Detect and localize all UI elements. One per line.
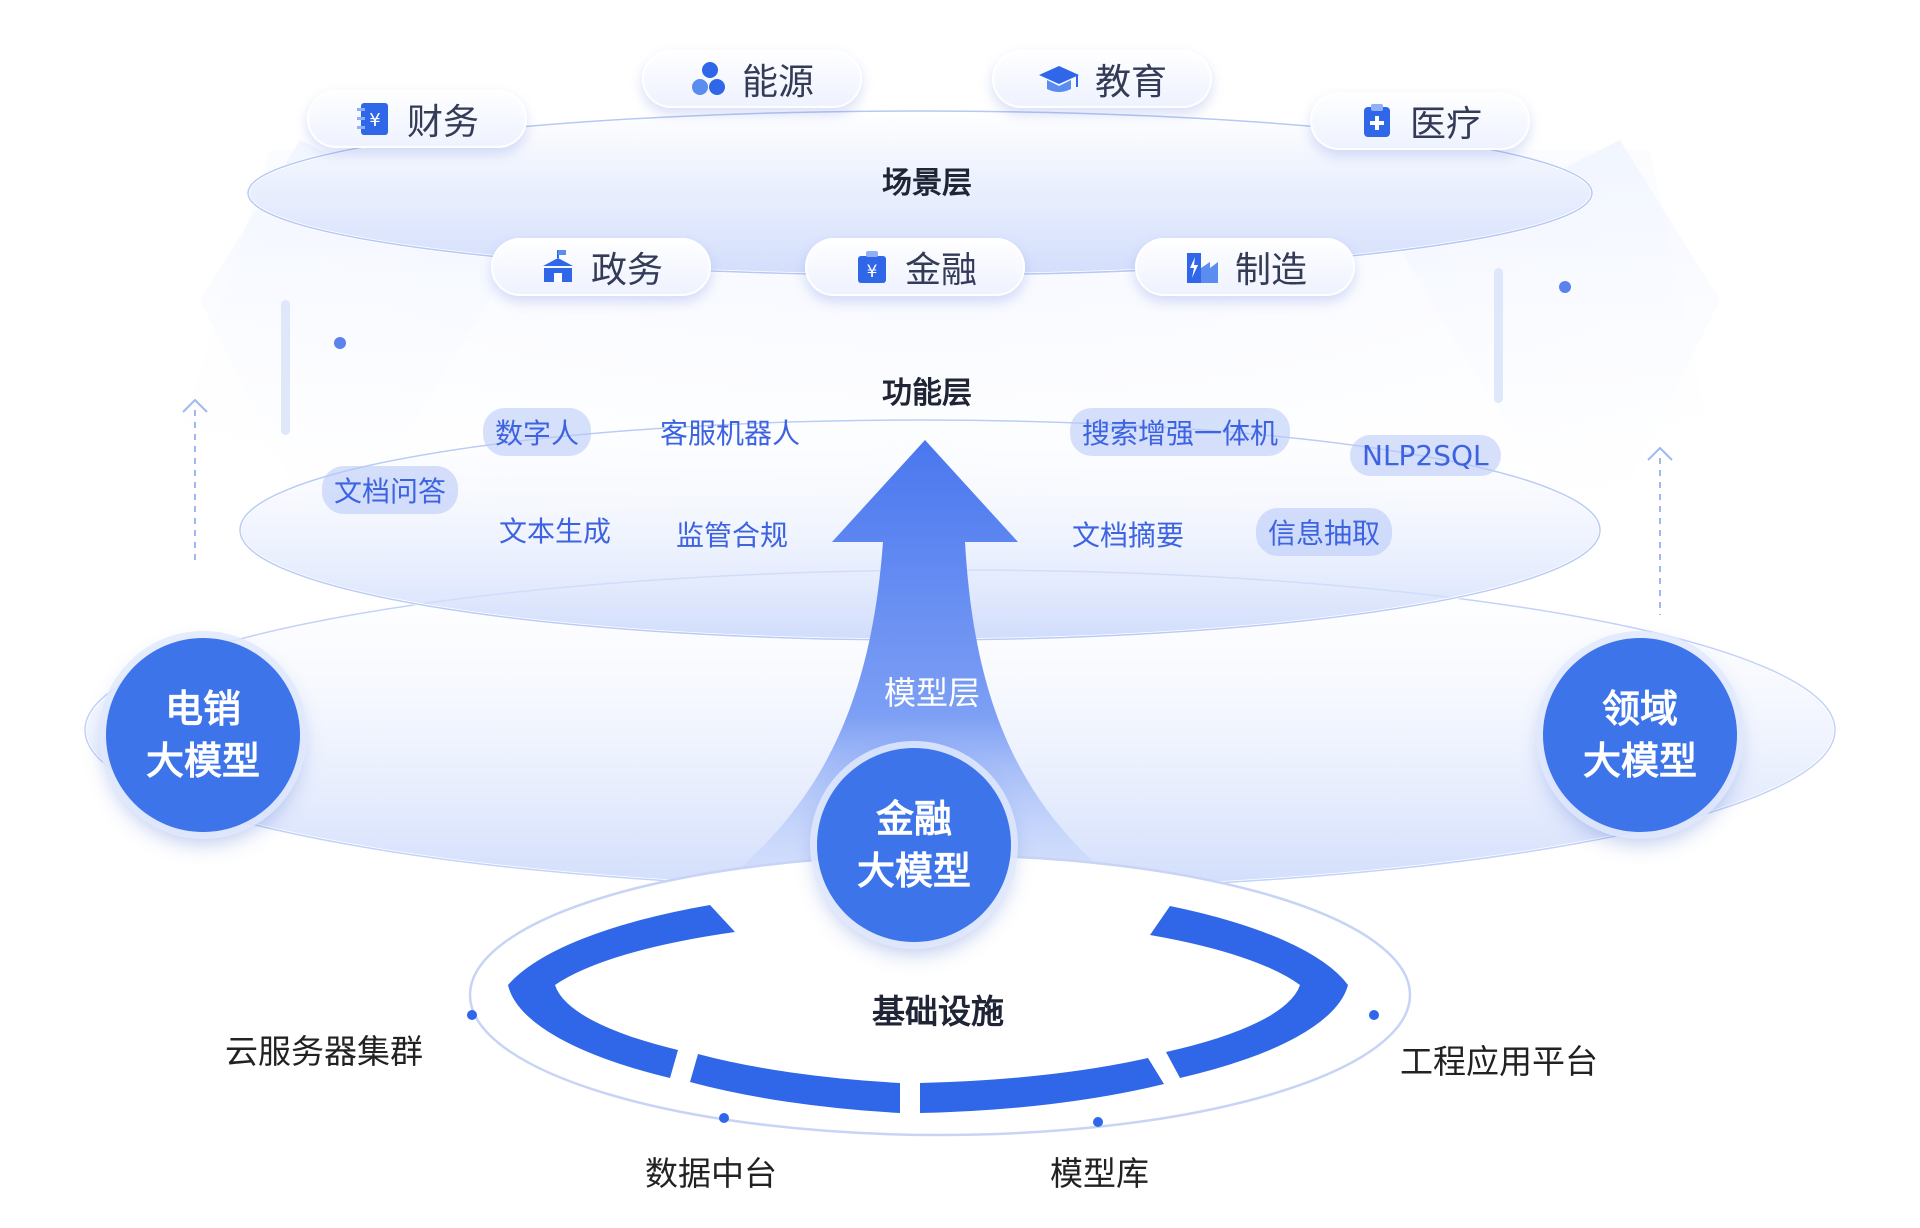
scenario-pill-manufacturing[interactable]: 制造 [1135,238,1355,296]
scenario-pill-label: 金融 [904,250,977,291]
scenario-pill-label: 能源 [741,62,814,103]
scenario-pill-label: 财务 [406,102,479,143]
model-circle-line2: 大模型 [1582,739,1697,783]
model-circle-line2: 大模型 [856,849,971,893]
bank-yen-icon: ¥ [857,251,886,283]
feature-search-enhanced-appliance[interactable]: 搜索增强一体机 [1070,408,1291,456]
connector-dot-modelrepo [1093,1117,1103,1127]
scenario-pill-medical[interactable]: 医疗 [1310,92,1530,150]
model-circle-line1: 电销 [164,687,241,731]
scenario-pill-label: 政务 [590,250,663,291]
feature-information-extraction[interactable]: 信息抽取 [1256,508,1393,556]
model-circle-line1: 领域 [1601,687,1678,731]
model-layer-title: 模型层 [883,674,981,712]
factory-icon [1186,253,1218,283]
feature-customer-service-bot[interactable]: 客服机器人 [660,417,801,450]
left-deco-dot [334,337,346,349]
model-circle-line2: 大模型 [145,739,260,783]
connector-dot-datahub [719,1113,729,1123]
scenario-pill-education[interactable]: 教育 [992,50,1212,108]
ring-segment-left [508,905,735,1078]
energy-icon [691,62,725,95]
infra-data-middle-platform[interactable]: 数据中台 [645,1154,777,1193]
svg-text:¥: ¥ [369,110,380,131]
connector-dot-cloud [467,1010,477,1020]
ring-segment-bottom-left [690,1054,900,1113]
feature-regulatory-compliance[interactable]: 监管合规 [676,519,789,552]
scenario-pill-label: 制造 [1234,250,1307,291]
scenario-pill-government[interactable]: 政务 [491,238,711,296]
ring-segment-bottom-right [920,1058,1164,1113]
model-circle-line1: 金融 [875,797,952,841]
feature-document-qa[interactable]: 文档问答 [322,466,459,514]
feature-text-generation[interactable]: 文本生成 [499,515,612,548]
graduation-cap-icon [1038,66,1079,92]
scenario-pill-finance[interactable]: ¥ 财务 [307,90,527,148]
ring-segment-right [1150,906,1348,1078]
scenario-pill-label: 教育 [1094,62,1167,103]
feature-document-summary[interactable]: 文档摘要 [1072,519,1185,552]
growth-arrow [700,440,1140,900]
right-deco-bar [1494,268,1503,403]
function-layer-title: 功能层 [882,376,972,411]
svg-text:¥: ¥ [867,262,878,282]
feature-digital-human[interactable]: 数字人 [483,408,592,456]
infra-cloud-server-cluster[interactable]: 云服务器集群 [225,1032,423,1071]
infra-model-repository[interactable]: 模型库 [1050,1154,1149,1193]
right-dashed-up-arrowhead [1647,446,1673,461]
infra-engineering-application-platform[interactable]: 工程应用平台 [1400,1042,1598,1081]
government-building-icon [542,250,573,282]
feature-nlp2sql[interactable]: NLP2SQL [1350,435,1501,476]
model-circle-domain[interactable]: 领域 大模型 [1543,638,1737,832]
scenario-pill-label: 医疗 [1409,104,1482,145]
right-deco-dot [1559,281,1571,293]
infrastructure-title: 基础设施 [872,992,1004,1031]
connector-dot-engineering [1369,1010,1379,1020]
left-dashed-up-arrowhead [182,398,208,413]
model-circle-finance[interactable]: 金融 大模型 [817,748,1011,942]
right-light-beam [1400,140,1720,560]
scenario-layer-title: 场景层 [882,166,972,201]
medical-clipboard-icon [1363,104,1390,137]
scenario-pill-finance-bank[interactable]: ¥ 金融 [805,238,1025,296]
model-circle-telemarketing[interactable]: 电销 大模型 [106,638,300,832]
finance-book-icon: ¥ [356,103,388,135]
left-deco-bar [281,300,290,435]
scenario-pill-energy[interactable]: 能源 [642,50,862,108]
